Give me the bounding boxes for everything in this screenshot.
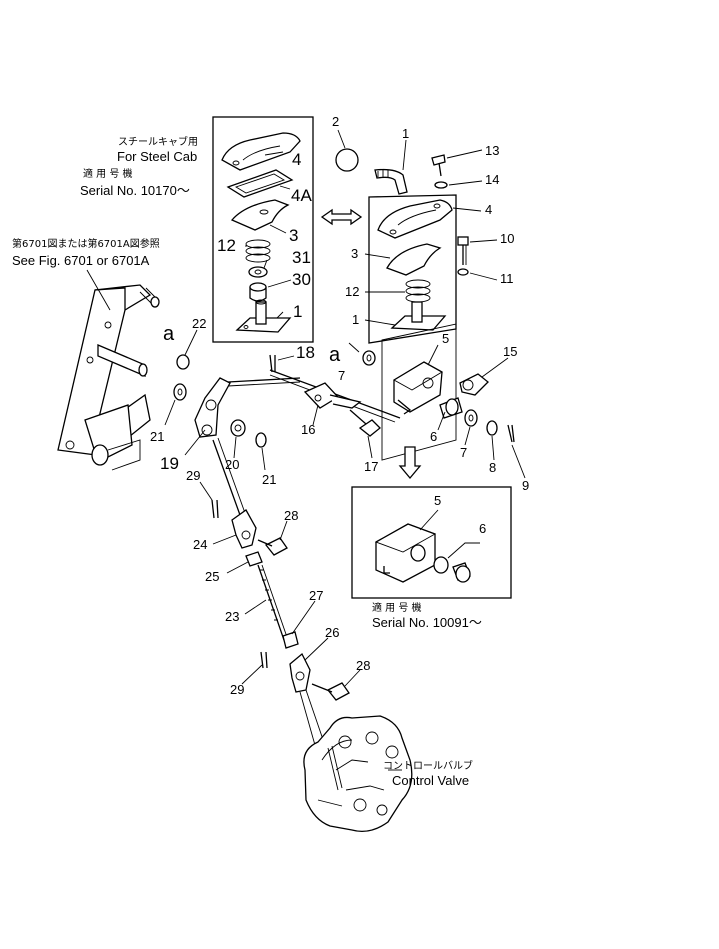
exchange-arrow (320, 208, 363, 226)
part-label-30-box: 30 (292, 270, 311, 289)
vertical-linkage (199, 437, 361, 771)
part-label-18: 18 (296, 343, 315, 362)
part-label-6-box: 6 (479, 521, 486, 536)
bolt-part-10 (457, 236, 469, 265)
control-valve (303, 715, 413, 833)
part-label-3-right: 3 (351, 246, 358, 261)
part-label-16: 16 (301, 422, 315, 437)
part-label-28-a: 28 (284, 508, 298, 523)
steel-cab-en: For Steel Cab (117, 149, 197, 164)
serial-en-1: Serial No. 10170～ (80, 183, 190, 198)
part-label-1-top: 1 (402, 126, 409, 141)
marker-a-right: a (329, 344, 341, 366)
part-label-27: 27 (309, 588, 323, 603)
part-label-7-b: 7 (460, 445, 467, 460)
spring-part-12 (245, 239, 271, 263)
see-fig-en: See Fig. 6701 or 6701A (12, 253, 150, 268)
serial-en-2: Serial No. 10091～ (372, 615, 482, 630)
alt-block-inset (351, 486, 512, 599)
part-label-22: 22 (192, 316, 206, 331)
part-label-11: 11 (500, 271, 514, 286)
see-fig-jp: 第6701図または第6701A図参照 (12, 237, 160, 250)
part-label-1-box: 1 (293, 302, 302, 321)
part-label-6: 6 (430, 429, 437, 444)
part-label-25: 25 (205, 569, 219, 584)
lever-part-1 (374, 168, 408, 195)
knob-part-2 (335, 148, 359, 172)
part-label-19: 19 (160, 454, 179, 473)
part-label-8: 8 (489, 460, 496, 475)
part-label-24: 24 (193, 537, 207, 552)
control-valve-jp: コントロールバルブ (383, 759, 473, 772)
link-assembly (164, 323, 526, 479)
part-label-9: 9 (522, 478, 529, 493)
part-label-4-box: 4 (292, 150, 301, 169)
part-label-17: 17 (364, 459, 378, 474)
part-label-10: 10 (500, 231, 514, 246)
bushing-part-30 (249, 282, 267, 302)
part-label-29-a: 29 (186, 468, 200, 483)
mounting-bracket (57, 269, 160, 471)
part-label-23: 23 (225, 609, 239, 624)
part-label-7-a: 7 (338, 368, 345, 383)
marker-a-left: a (163, 323, 175, 345)
part-label-4A-box: 4A (291, 186, 312, 205)
serial-jp-1: 適 用 号 機 (83, 167, 133, 180)
part-label-12-right: 12 (345, 284, 359, 299)
steel-cab-inset (212, 116, 314, 343)
part-label-2: 2 (332, 114, 339, 129)
down-arrow (398, 446, 422, 480)
washer-part-31 (248, 266, 268, 278)
serial-jp-2: 適 用 号 機 (372, 601, 422, 614)
part-label-5-box: 5 (434, 493, 441, 508)
part-label-15: 15 (503, 344, 517, 359)
steel-cab-jp: スチールキャブ用 (118, 135, 198, 148)
control-valve-en: Control Valve (392, 773, 469, 788)
part-label-12-box: 12 (217, 236, 236, 255)
part-label-29-b: 29 (230, 682, 244, 697)
boot-part-3 (230, 199, 290, 231)
gasket-part-4A (226, 169, 294, 198)
part-label-26: 26 (325, 625, 339, 640)
cover-part-4 (221, 132, 301, 171)
part-label-20: 20 (225, 457, 239, 472)
part-label-21-a: 21 (150, 429, 164, 444)
part-label-31-box: 31 (292, 248, 311, 267)
part-label-5: 5 (442, 331, 449, 346)
part-label-28-b: 28 (356, 658, 370, 673)
part-label-21-b: 21 (262, 472, 276, 487)
part-label-14: 14 (485, 172, 499, 187)
screw-part-13 (431, 154, 446, 177)
part-label-1-right: 1 (352, 312, 359, 327)
plate-part-1 (235, 299, 292, 333)
part-label-4-right: 4 (485, 202, 492, 217)
part-label-3-box: 3 (289, 226, 298, 245)
part-label-13: 13 (485, 143, 499, 158)
upper-right-assembly (335, 129, 498, 344)
